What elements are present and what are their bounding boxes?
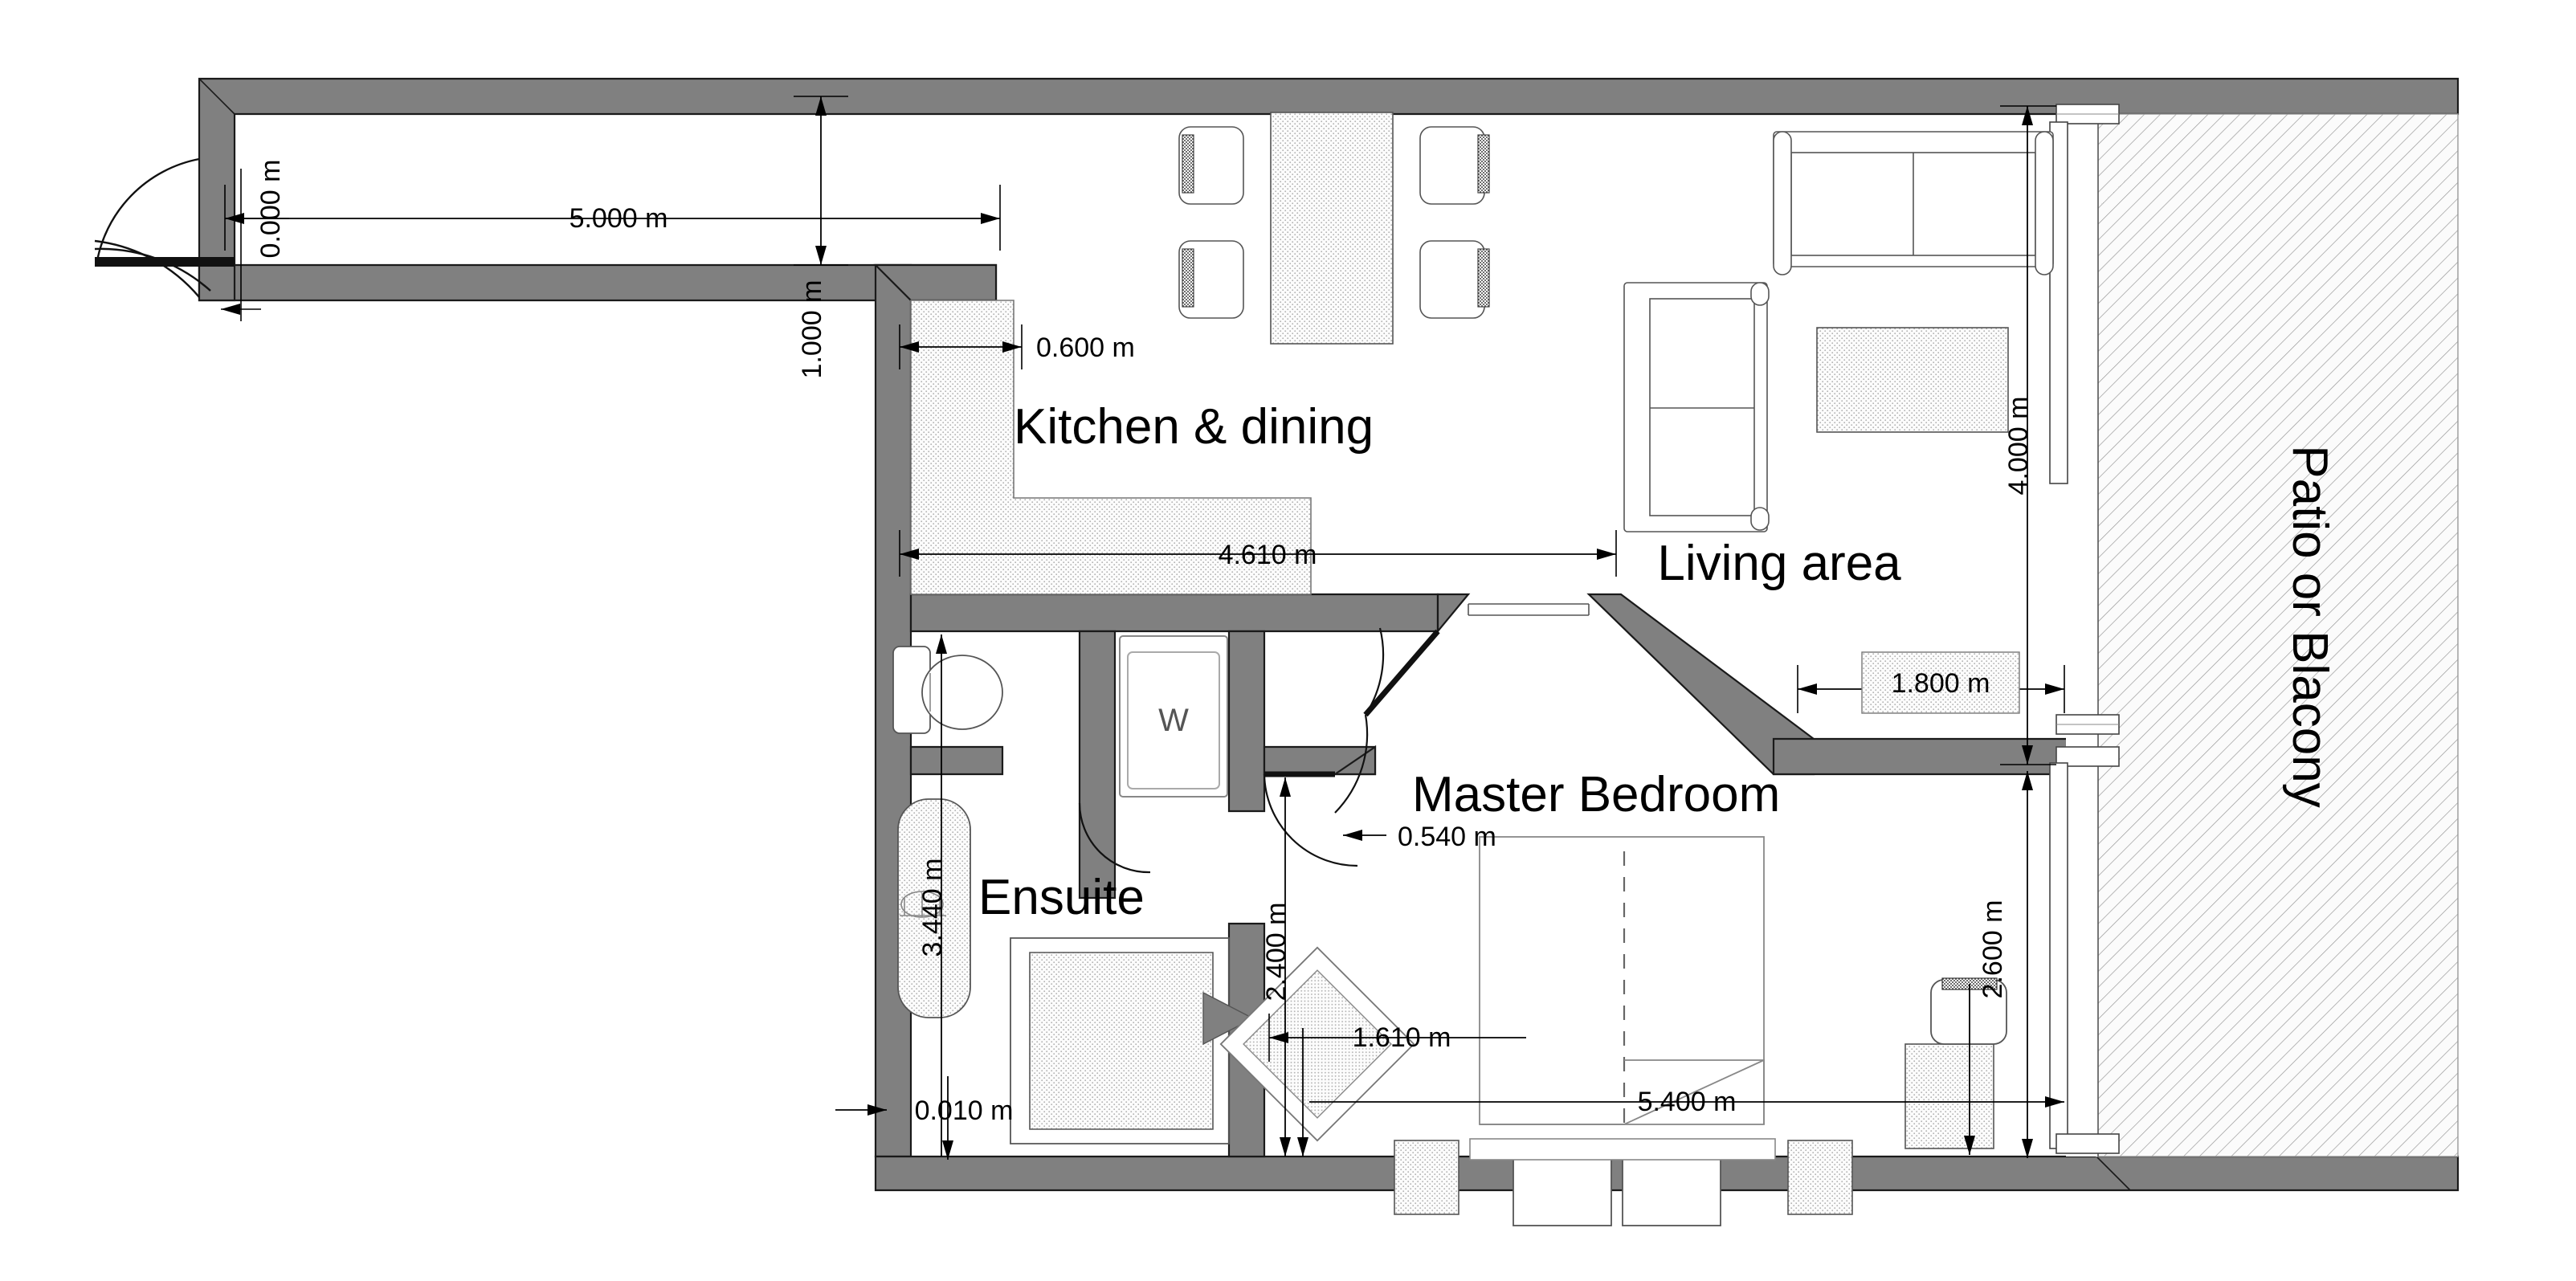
dimension-label: 0.010 m bbox=[915, 1095, 1014, 1126]
dimension-label: 4.610 m bbox=[1219, 540, 1317, 570]
dimension-label: 4.000 m bbox=[2003, 397, 2034, 496]
entry-door[interactable] bbox=[94, 157, 235, 371]
double-bed bbox=[1479, 836, 1765, 1125]
room-label-kitchen-dining: Kitchen & dining bbox=[1014, 399, 1374, 455]
dimension-label: 1.000 m bbox=[797, 280, 827, 379]
wall-ensuite-left bbox=[1078, 630, 1117, 900]
interior-doors[interactable] bbox=[1078, 603, 1590, 874]
wall-toilet-partition bbox=[909, 745, 1004, 776]
coffee-table bbox=[1816, 327, 2009, 433]
dimension-label: 5.000 m bbox=[569, 203, 668, 234]
dimension-label: 0.540 m bbox=[1398, 822, 1496, 852]
bedroom-door[interactable] bbox=[1334, 627, 1440, 814]
wall-ensuite-right bbox=[1227, 630, 1266, 813]
dining-table bbox=[1270, 112, 1394, 345]
room-label-master-bedroom: Master Bedroom bbox=[1412, 767, 1780, 822]
living-sliding-door[interactable] bbox=[1468, 603, 1590, 616]
shower-door-indicator bbox=[1202, 991, 1255, 1046]
ensuite-door[interactable] bbox=[1263, 771, 1358, 867]
appliance-labels: W bbox=[1158, 703, 1189, 738]
room-label-ensuite: Ensuite bbox=[978, 870, 1145, 925]
dimension-labels: 0.000 m 5.000 m 1.000 m 0.600 m 4.610 m … bbox=[255, 160, 2034, 1126]
dining-chair bbox=[1419, 126, 1490, 205]
headboard bbox=[1469, 1138, 1776, 1161]
patio-window[interactable] bbox=[2049, 762, 2068, 1149]
patio-window[interactable] bbox=[2055, 1133, 2120, 1154]
entry-door-arc bbox=[98, 271, 212, 292]
patio-windows[interactable] bbox=[2049, 104, 2120, 1154]
dining-chair bbox=[1419, 240, 1490, 319]
armchair bbox=[1623, 282, 1770, 532]
washing-machine-label: W bbox=[1158, 703, 1189, 738]
living-furniture bbox=[1623, 131, 2054, 532]
room-labels: Kitchen & dining Living area Master Bedr… bbox=[978, 399, 2337, 925]
dining-set bbox=[1178, 112, 1490, 345]
wall-kitchen-bedroom-tail bbox=[1436, 593, 1471, 634]
dining-chair bbox=[1178, 240, 1244, 319]
wall-kitchen-bedroom bbox=[909, 593, 1439, 633]
side-table bbox=[1904, 1043, 1994, 1149]
wall-entry-stub bbox=[198, 263, 236, 302]
ensuite-fixtures bbox=[892, 635, 1255, 1144]
dimension-label: 0.000 m bbox=[255, 160, 286, 259]
dimension-label: 1.610 m bbox=[1353, 1022, 1451, 1053]
living-sliding-door[interactable] bbox=[2049, 121, 2068, 484]
bathtub bbox=[897, 798, 971, 1018]
washing-machine bbox=[1119, 635, 1228, 798]
bedroom-furniture bbox=[1219, 836, 2007, 1226]
bath-tap bbox=[900, 891, 946, 918]
patio-balcony-area bbox=[2066, 113, 2459, 1157]
dimension-label: 2.400 m bbox=[1261, 903, 1292, 1002]
room-label-living-area: Living area bbox=[1657, 536, 1901, 591]
room-label-patio-balcony: Patio or Blacony bbox=[2282, 445, 2337, 807]
nightstand bbox=[1394, 1140, 1459, 1215]
dimension-label: 3.440 m bbox=[917, 859, 948, 957]
dimension-badge: 1.800 m bbox=[1861, 651, 2020, 714]
dimension-label: 5.400 m bbox=[1638, 1087, 1737, 1117]
dining-chair bbox=[1178, 126, 1244, 205]
sofa bbox=[1773, 131, 2054, 275]
dimension-label: 0.600 m bbox=[1036, 332, 1135, 363]
entry-door-leaf[interactable] bbox=[95, 257, 235, 267]
dimension-label: 2.600 m bbox=[1978, 900, 2008, 999]
nightstand bbox=[1787, 1140, 1853, 1215]
bedroom-inner-door[interactable] bbox=[1078, 802, 1151, 874]
dimension-label: 1.800 m bbox=[1892, 668, 1990, 699]
toilet bbox=[921, 655, 1003, 730]
kitchen-counter bbox=[910, 300, 1312, 595]
shower-enclosure bbox=[1010, 937, 1255, 1144]
entry-door-swing-arc bbox=[98, 294, 210, 371]
